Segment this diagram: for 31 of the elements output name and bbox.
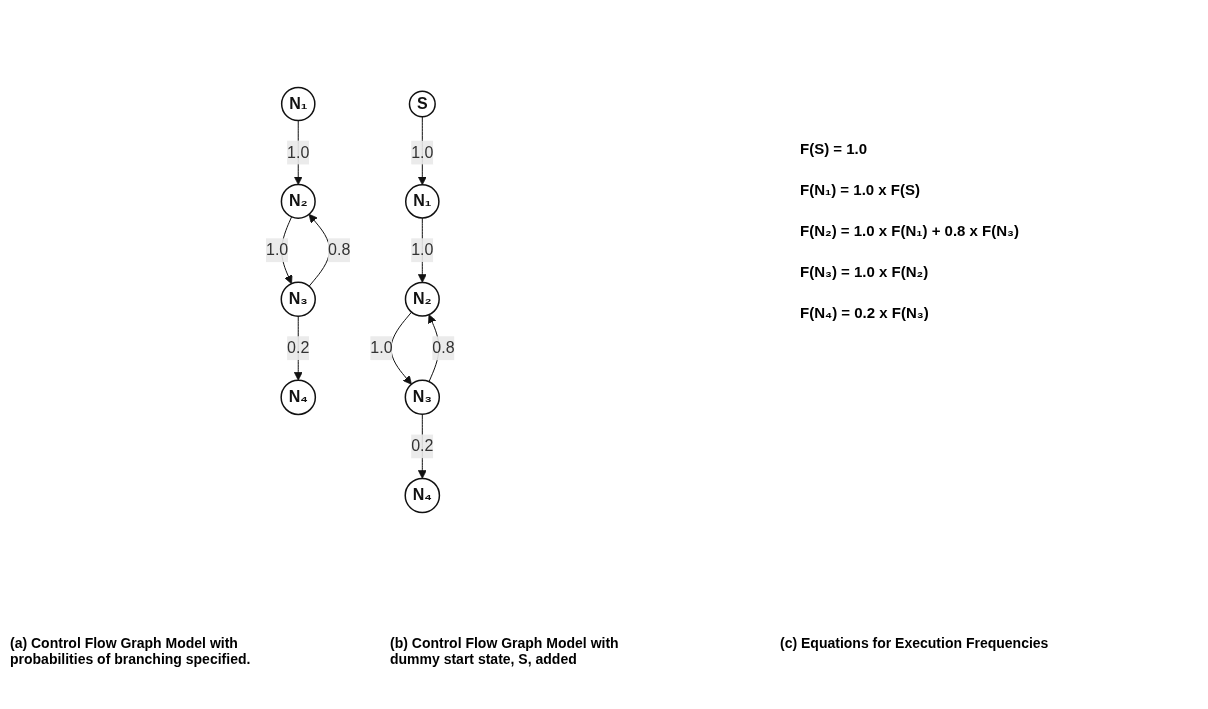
edge-label: 0.8 [327, 241, 350, 259]
equation: F(N₃) = 1.0 x F(N₂) [800, 263, 930, 280]
edge-label: 1.0 [286, 143, 310, 161]
edge-label: 1.0 [265, 241, 288, 259]
edge-label: 1.0 [370, 339, 393, 357]
caption: (b) Control Flow Graph Model with dummy start state, S, added [390, 635, 620, 667]
edge-label: 1.0 [410, 241, 434, 259]
arrow [293, 120, 303, 185]
edge-label: 0.2 [286, 339, 310, 357]
arrow [417, 217, 427, 283]
node-circle: N₁ [280, 86, 316, 122]
node-circle: N₂ [280, 183, 316, 219]
node-circle: N₄ [404, 477, 440, 514]
node-circle: S [408, 90, 436, 118]
node-circle: N₃ [404, 379, 440, 416]
node-circle: N₁ [404, 184, 440, 219]
node-circle: N₄ [280, 379, 316, 416]
node-circle: N₂ [404, 281, 440, 317]
edge-label: 0.2 [410, 437, 434, 455]
equation: F(N₄) = 0.2 x F(N₃) [800, 304, 930, 321]
equation: F(N₂) = 1.0 x F(N₁) + 0.8 x F(N₃) [800, 222, 1020, 239]
equation: F(S) = 1.0 [800, 140, 869, 157]
caption: (a) Control Flow Graph Model with probabilities of branching specified. [10, 635, 252, 667]
caption: (c) Equations for Execution Frequencies [780, 635, 1050, 651]
arrow [293, 315, 303, 381]
edge-label: 0.8 [432, 339, 455, 357]
edge-label: 1.0 [410, 143, 434, 161]
arrow [417, 413, 427, 479]
arrow [417, 116, 427, 186]
equation: F(N₁) = 1.0 x F(S) [800, 181, 921, 198]
node-circle: N₃ [280, 281, 316, 317]
